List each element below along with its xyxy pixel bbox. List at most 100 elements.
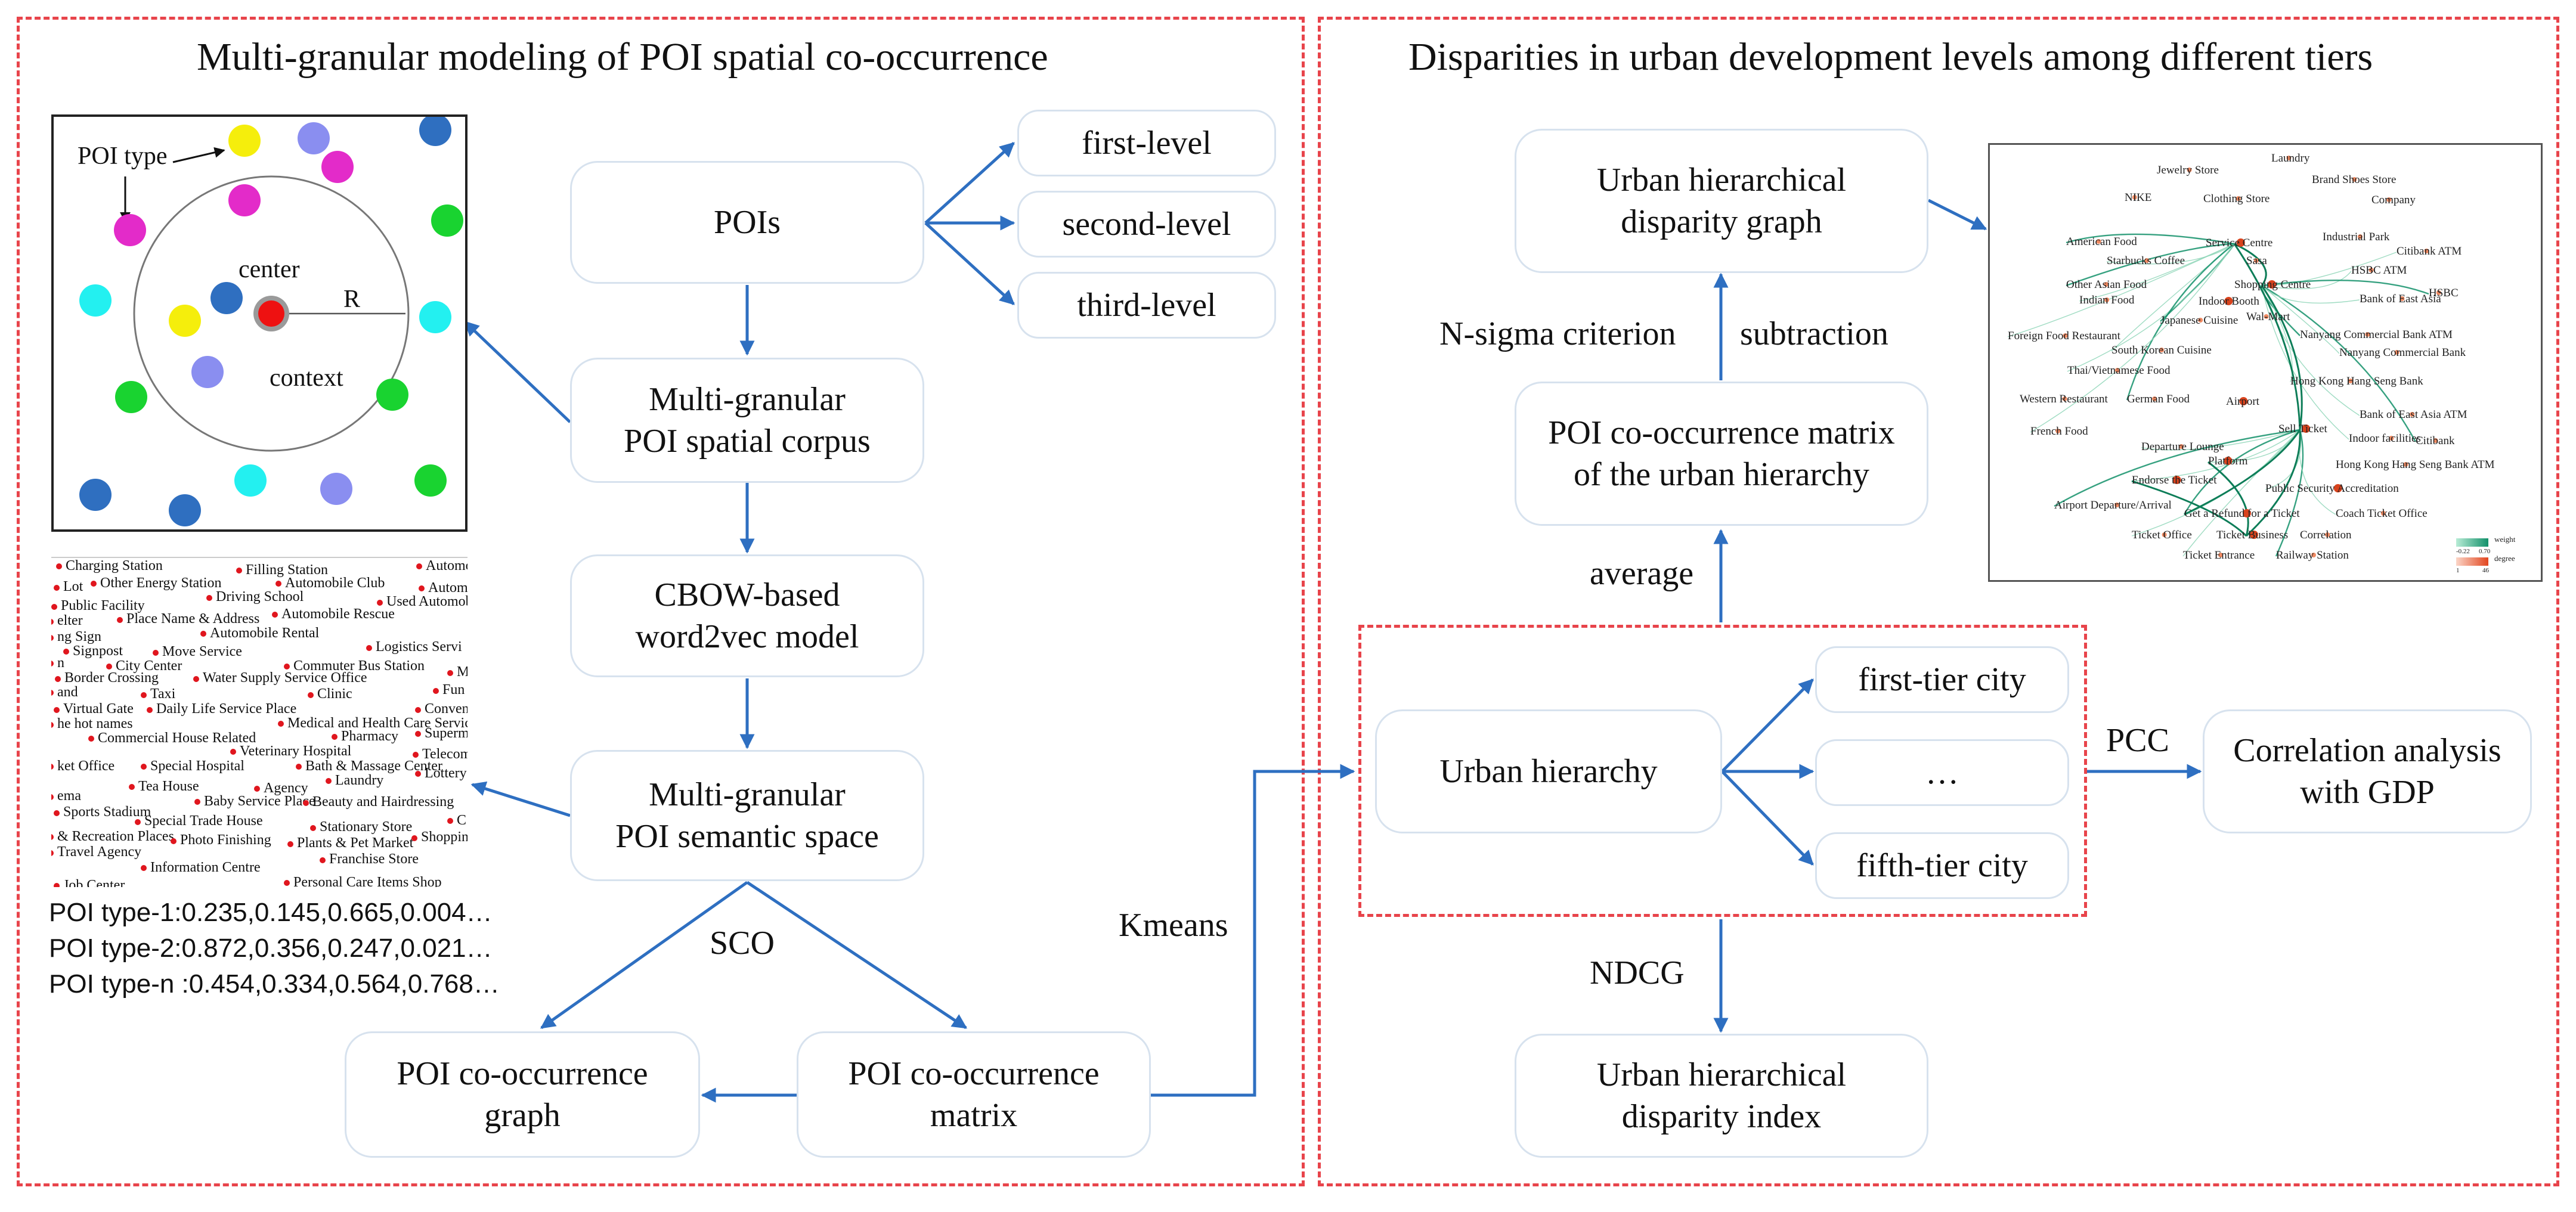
graph-edge [2299,429,2336,515]
graph-node [2389,436,2394,441]
graph-node-label: Clothing Store [2203,193,2270,205]
disparity-network [2007,156,2488,566]
graph-node-label: Hong Kong Hang Seng Bank ATM [2336,458,2495,471]
graph-node-label: Correlation [2300,529,2352,541]
fifth-tier-node[interactable]: fifth-tier city [1815,832,2069,899]
word-cloud-item: Stationary Store [310,819,412,835]
poi-type-arrow-right [172,147,225,163]
graph-node [2104,297,2110,302]
graph-node-label: South Korean Cuisine [2111,344,2212,357]
graph-node-label: HSBC ATM [2351,264,2407,277]
graph-node-label: Company [2371,194,2416,206]
graph-node [2162,532,2167,537]
poi-dot [321,151,354,183]
graph-node-label: Sell Ticket [2278,423,2327,435]
graph-node [2268,280,2276,289]
word-cloud-item: Special Hospital [141,758,244,774]
center-dot [258,300,284,327]
graph-node-label: American Food [2066,235,2137,248]
graph-node-label: Citibank ATM [2397,245,2462,258]
word-cloud-item: Signpost [63,643,123,659]
graph-node-label: Departure Lounge [2141,441,2224,453]
graph-node [2104,282,2109,287]
graph-node-label: Thai/Vietnamese Food [2067,364,2171,377]
right-section-title: Disparities in urban development levels … [1408,35,2373,79]
poi-dot [169,494,201,526]
graph-node [2386,197,2392,202]
graph-node [2436,290,2441,295]
word-cloud-item: Laundry [326,773,383,789]
graph-node [2062,396,2067,401]
graph-node-label: Bank of East Asia ATM [2360,408,2467,421]
vector-line-3: POI type-n :0.454,0.334,0.564,0.768… [49,969,500,999]
word-cloud-item: Water Supply Service Office [193,670,367,686]
left-section-frame [17,17,1305,1186]
pois-node[interactable]: POIs [570,161,924,284]
graph-node-label: Ticket Entrance [2183,549,2255,562]
graph-node-label: Ticket Business [2216,529,2289,541]
graph-node [2063,333,2068,338]
arrow-hierarchy-fifth [1721,770,1814,866]
first-tier-node[interactable]: first-tier city [1815,646,2069,713]
graph-node [2394,350,2399,355]
word-cloud-item: Information Centre [141,860,261,876]
word-cloud-item: Automobil [419,580,467,596]
degree-min-label: 1 [2456,567,2460,574]
graph-edge [2261,285,2349,440]
second-level-node[interactable]: second-level [1017,191,1276,258]
weight-min-label: -0.22 [2456,548,2470,555]
graph-node-label: Hong Kong Hang Seng Bank [2290,375,2423,388]
graph-edge [2106,243,2235,265]
ellipsis-node[interactable]: … [1815,739,2069,806]
graph-edge [2261,284,2417,442]
pcc-label: PCC [2106,722,2169,759]
urban-hierarchy-node[interactable]: Urban hierarchy [1375,709,1722,833]
sco-label: SCO [710,925,775,962]
word-cloud-item: he hot names [51,716,133,732]
arrow-semantic-matrix [746,881,968,1030]
graph-node [2365,332,2370,337]
poi-dot [210,282,243,314]
graph-node [2236,238,2245,247]
word-cloud-item: Clinic [308,686,352,702]
graph-node-label: Coach Ticket Office [2336,507,2428,520]
third-level-node[interactable]: third-level [1017,272,1276,339]
word-cloud-item: Logistics Servi [366,639,462,655]
graph-node [2333,484,2342,492]
graph-node [2302,424,2311,433]
word-cloud-item: Veterinary Hospital [230,743,351,760]
graph-node-label: Platform [2208,455,2248,467]
graph-node [2253,258,2259,263]
word-cloud-item: Automobile Rental [200,625,319,641]
graph-node [2380,511,2386,516]
word-cloud-item: Baby Service Place [194,793,315,810]
subtraction-label: subtraction [1740,315,1888,352]
graph-node-label: Nanyang Commercial Bank ATM [2300,328,2453,341]
first-level-node[interactable]: first-level [1017,110,1276,176]
graph-node-label: Brand Shoes Store [2312,173,2397,186]
graph-edge [2054,429,2301,507]
poi-dot [228,125,261,157]
poi-spatial-panel: POI type center R context [51,114,467,532]
graph-node [2433,438,2438,443]
graph-node [2368,268,2374,272]
graph-node [2348,379,2353,383]
poi-dot [169,305,201,337]
graph-edge [2067,243,2235,372]
word-cloud-item: Telecom [413,746,467,762]
graph-node-label: Bank of East Asia [2360,293,2441,305]
graph-node [2403,462,2408,467]
word-cloud-item: Photo Finishing [171,832,271,848]
graph-node-label: Indoor facilities [2349,432,2421,445]
left-section-title: Multi-granular modeling of POI spatial c… [197,35,1048,79]
